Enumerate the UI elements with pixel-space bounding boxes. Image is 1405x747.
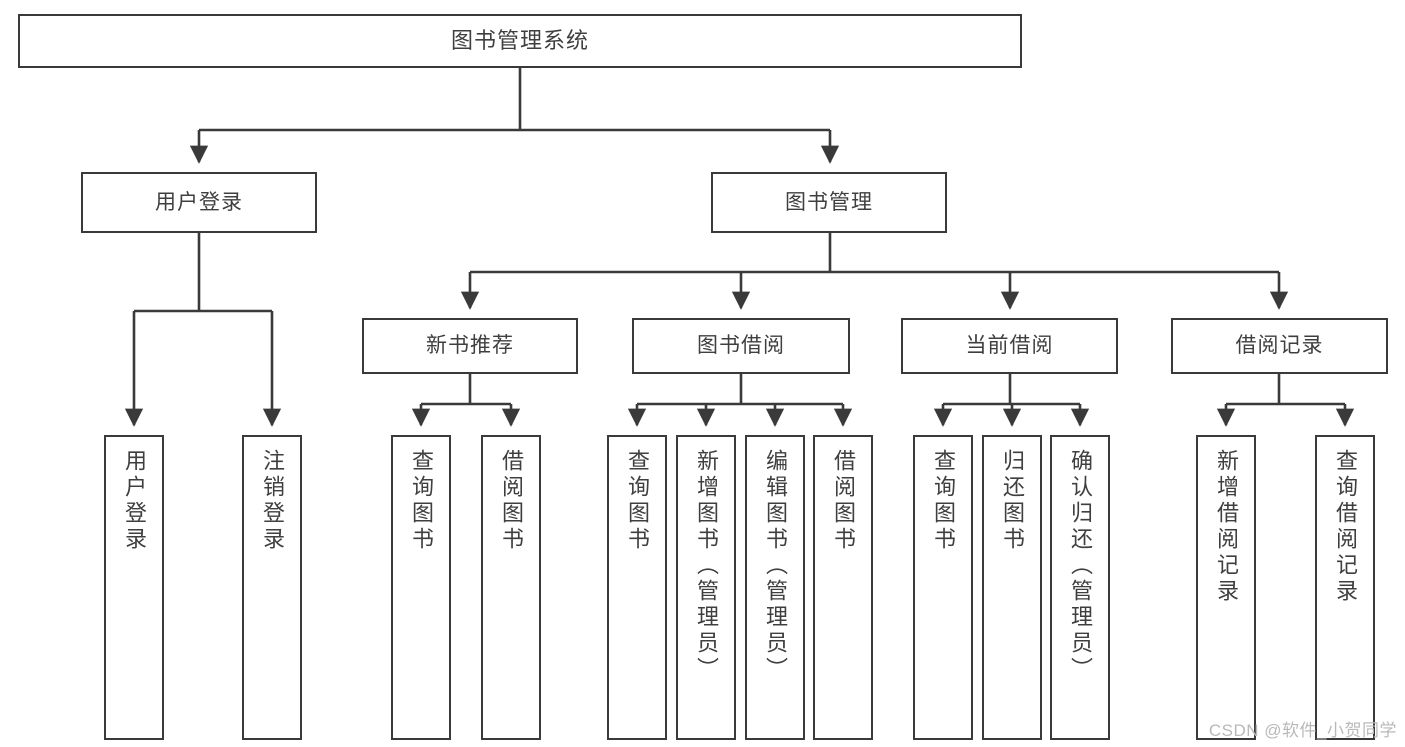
node-current-borrow-label: 当前借阅 (965, 334, 1054, 358)
node-leaf-query-book[interactable]: 查询图书 (607, 435, 667, 740)
node-book-borrow-label: 图书借阅 (697, 334, 785, 358)
node-new-book-rec-label: 新书推荐 (426, 334, 514, 358)
node-leaf-query-record-label: 查询借阅记录 (1332, 449, 1358, 605)
node-leaf-edit-book[interactable]: 编辑图书（管理员） (745, 435, 805, 740)
node-leaf-logout-label: 注销登录 (259, 449, 285, 553)
node-leaf-query-book-cur-label: 查询图书 (930, 449, 956, 553)
node-leaf-borrow-book[interactable]: 借阅图书 (813, 435, 873, 740)
node-user-login-label: 用户登录 (155, 190, 243, 214)
node-leaf-add-record[interactable]: 新增借阅记录 (1196, 435, 1256, 740)
node-leaf-query-book-cur[interactable]: 查询图书 (913, 435, 973, 740)
node-leaf-borrow-book-rec-label: 借阅图书 (498, 449, 524, 553)
node-leaf-query-book-label: 查询图书 (624, 449, 650, 553)
node-book-borrow[interactable]: 图书借阅 (632, 318, 850, 374)
node-leaf-borrow-book-label: 借阅图书 (830, 449, 856, 553)
node-borrow-record[interactable]: 借阅记录 (1171, 318, 1388, 374)
node-leaf-add-book[interactable]: 新增图书（管理员） (676, 435, 736, 740)
node-leaf-user-login[interactable]: 用户登录 (104, 435, 164, 740)
node-new-book-rec[interactable]: 新书推荐 (362, 318, 578, 374)
node-leaf-add-record-label: 新增借阅记录 (1213, 449, 1239, 605)
node-leaf-user-login-label: 用户登录 (121, 449, 147, 553)
node-leaf-add-book-label: 新增图书（管理员） (693, 449, 719, 683)
node-book-manage[interactable]: 图书管理 (711, 172, 947, 233)
node-user-login[interactable]: 用户登录 (81, 172, 317, 233)
node-leaf-return-book[interactable]: 归还图书 (982, 435, 1042, 740)
node-root-label: 图书管理系统 (450, 27, 589, 53)
node-leaf-query-record[interactable]: 查询借阅记录 (1315, 435, 1375, 740)
node-leaf-return-book-label: 归还图书 (999, 449, 1025, 553)
node-book-manage-label: 图书管理 (785, 190, 873, 214)
node-leaf-query-book-rec-label: 查询图书 (408, 449, 434, 553)
node-root[interactable]: 图书管理系统 (18, 14, 1022, 68)
node-leaf-query-book-rec[interactable]: 查询图书 (391, 435, 451, 740)
csdn-watermark: CSDN @软件_小贺同学 (1208, 721, 1397, 740)
node-leaf-confirm-return-label: 确认归还（管理员） (1067, 449, 1093, 683)
node-leaf-edit-book-label: 编辑图书（管理员） (762, 449, 788, 683)
node-leaf-borrow-book-rec[interactable]: 借阅图书 (481, 435, 541, 740)
node-borrow-record-label: 借阅记录 (1235, 334, 1324, 358)
node-leaf-confirm-return[interactable]: 确认归还（管理员） (1050, 435, 1110, 740)
node-current-borrow[interactable]: 当前借阅 (901, 318, 1118, 374)
node-leaf-logout[interactable]: 注销登录 (242, 435, 302, 740)
